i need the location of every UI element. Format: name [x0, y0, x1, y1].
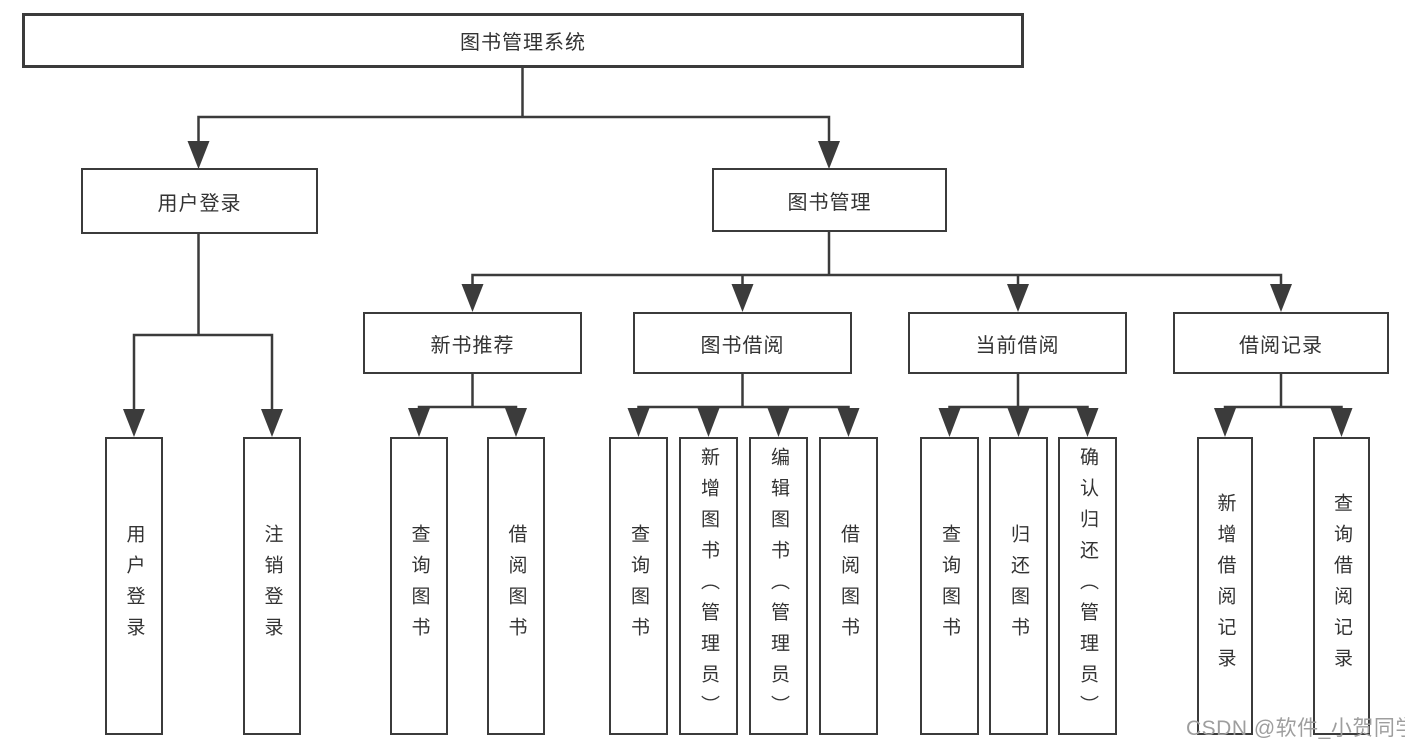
edge-borrowrecords-splitter	[1223, 374, 1343, 409]
leaf-edit-books-admin-label: 编辑图书（管理员）	[768, 446, 789, 726]
leaf-add-borrow-record: 新增借阅记录	[1197, 437, 1253, 735]
node-new-book-recommend: 新书推荐	[363, 312, 582, 374]
node-current-borrow: 当前借阅	[908, 312, 1127, 374]
node-user-login: 用户登录	[81, 168, 318, 234]
leaf-add-books-admin: 新增图书（管理员）	[679, 437, 738, 735]
edge-userlogin-splitter	[132, 333, 274, 409]
leaf-query-borrow-record-label: 查询借阅记录	[1331, 493, 1352, 679]
leaf-user-login-label: 用户登录	[123, 524, 145, 648]
edge-currentborrow-splitter	[948, 374, 1089, 409]
node-root-label: 图书管理系统	[460, 32, 586, 54]
leaf-confirm-return-admin-label: 确认归还（管理员）	[1077, 446, 1098, 726]
leaf-confirm-return-admin: 确认归还（管理员）	[1058, 437, 1117, 735]
leaf-query-books-1: 查询图书	[390, 437, 448, 735]
leaf-query-books-3-label: 查询图书	[939, 524, 960, 648]
leaf-query-borrow-record: 查询借阅记录	[1313, 437, 1370, 735]
leaf-query-books-2: 查询图书	[609, 437, 668, 735]
leaf-add-books-admin-label: 新增图书（管理员）	[698, 446, 719, 726]
watermark: CSDN @软件_小贺同学	[1186, 717, 1405, 740]
leaf-return-books: 归还图书	[989, 437, 1048, 735]
leaf-borrow-books-1: 借阅图书	[487, 437, 545, 735]
leaf-logout-label: 注销登录	[261, 524, 283, 648]
arrowheads	[123, 141, 1353, 437]
leaf-borrow-books-1-label: 借阅图书	[505, 524, 527, 648]
leaf-query-books-1-label: 查询图书	[408, 524, 430, 648]
leaf-logout: 注销登录	[243, 437, 301, 735]
leaf-borrow-books-2: 借阅图书	[819, 437, 878, 735]
edge-root-splitter	[197, 115, 831, 141]
leaf-query-books-3: 查询图书	[920, 437, 979, 735]
edge-bookborrow-splitter	[637, 374, 850, 409]
node-new-book-recommend-label: 新书推荐	[430, 334, 515, 357]
edge-bookmgmt-splitter	[471, 273, 1283, 284]
node-borrow-records-label: 借阅记录	[1239, 334, 1323, 357]
leaf-add-borrow-record-label: 新增借阅记录	[1214, 493, 1236, 679]
node-root: 图书管理系统	[22, 13, 1024, 68]
leaf-return-books-label: 归还图书	[1008, 524, 1029, 648]
leaf-borrow-books-2-label: 借阅图书	[838, 524, 859, 648]
leaf-query-books-2-label: 查询图书	[628, 524, 649, 648]
node-current-borrow-label: 当前借阅	[975, 334, 1060, 357]
edge-newbooks-splitter	[417, 374, 518, 409]
node-book-management: 图书管理	[712, 168, 947, 232]
node-user-login-label: 用户登录	[157, 192, 242, 215]
leaf-user-login: 用户登录	[105, 437, 163, 735]
node-book-borrow-label: 图书借阅	[700, 334, 785, 357]
node-book-management-label: 图书管理	[787, 191, 872, 214]
leaf-edit-books-admin: 编辑图书（管理员）	[749, 437, 808, 735]
node-borrow-records: 借阅记录	[1173, 312, 1389, 374]
node-book-borrow: 图书借阅	[633, 312, 852, 374]
